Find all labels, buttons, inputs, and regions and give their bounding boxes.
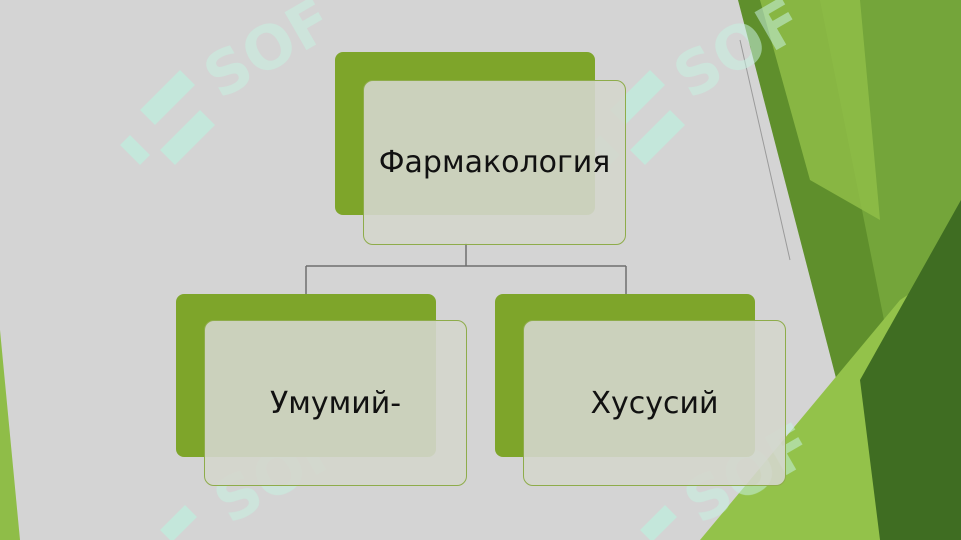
decor-diagonal-line [739,39,791,261]
node-child-left-box: Умумий- [204,320,467,486]
watermark-logo-3 [160,505,197,540]
node-root-box: Фармакология [363,80,626,245]
watermark-marks [120,70,685,540]
node-child-left-label: Умумий- [269,385,402,421]
watermark-text-1: SOF [193,0,345,113]
node-child-right-label: Хусусий [590,385,719,421]
decor-left-sliver [0,330,20,540]
watermark-logo-4 [640,505,677,540]
node-child-right-box: Хусусий [523,320,786,486]
decor-wedge-dark [860,200,961,540]
watermark-logo-2 [590,70,685,165]
connectors [305,243,627,294]
node-root-label: Фармакология [378,145,611,180]
decor-wedge-light-top [760,0,880,220]
watermark-logo-1 [120,70,215,165]
